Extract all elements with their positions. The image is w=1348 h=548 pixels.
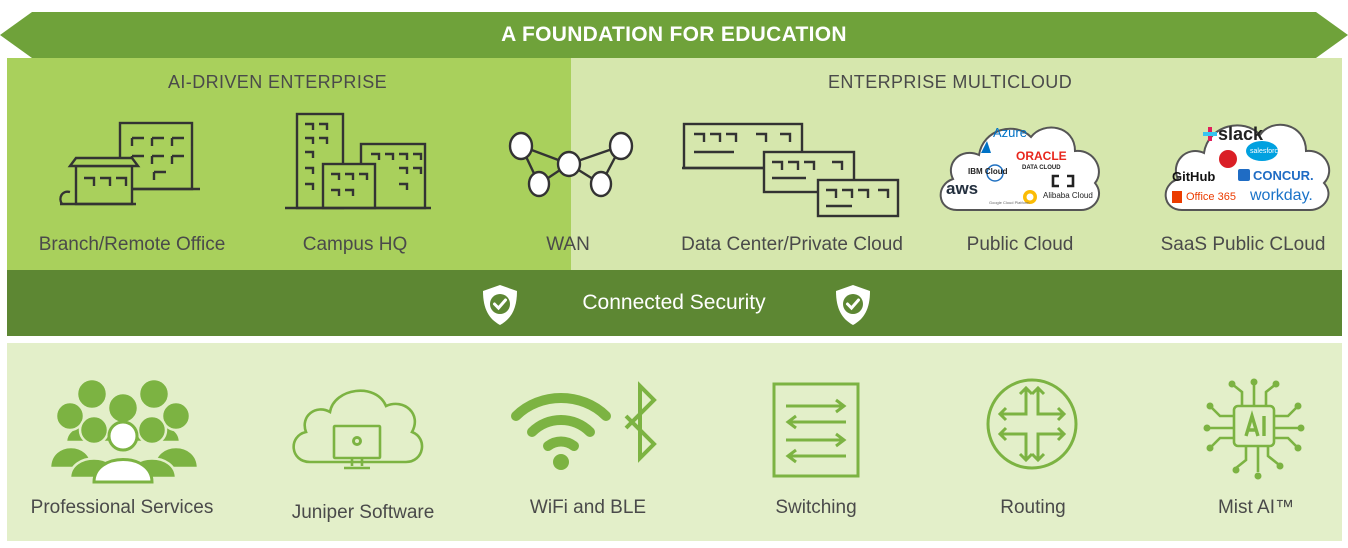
alibaba-cloud-logo: Alibaba Cloud [1043,191,1093,200]
juniper-solutions-panel [7,343,1342,541]
data-center-icon [682,122,900,218]
banner-arrow-shape [0,12,1348,58]
azure-logo: Azure [993,125,1027,140]
saas-public-cloud-label: SaaS Public CLoud [1160,234,1326,255]
campus-buildings-icon [285,112,431,210]
juniper-software-label: Juniper Software [291,502,435,523]
public-cloud-icon [939,126,1100,211]
switch-arrows-icon [772,382,860,478]
salesforce-logo: salesforce [1250,148,1282,155]
ai-driven-enterprise-title: AI-DRIVEN ENTERPRISE [168,72,388,92]
campus-hq-label: Campus HQ [302,234,408,255]
people-group-icon [48,377,200,484]
shield-check-icon [836,285,870,325]
workday-logo: workday. [1250,187,1313,204]
mist-ai-label: Mist AI™ [1217,497,1294,518]
connected-security-label: Connected Security [582,291,766,314]
office365-logo: Office 365 [1186,191,1236,203]
public-cloud-label: Public Cloud [966,234,1074,255]
branch-office-label: Branch/Remote Office [38,234,226,255]
oracle-logo: ORACLE [1016,149,1067,163]
shield-check-icon [483,285,517,325]
ibm-cloud-logo: IBM Cloud [968,167,1008,176]
connected-security-band [7,270,1342,336]
ai-chip-brain-icon [1203,378,1305,480]
aws-logo: aws [946,179,979,198]
wifi-bluetooth-icon [511,381,657,470]
cloud-software-icon [292,389,424,470]
data-center-label: Data Center/Private Cloud [681,234,903,255]
github-logo: GitHub [1172,169,1216,184]
slack-logo: slack [1218,124,1264,144]
google-cloud-logo: Google Cloud Platform [989,200,1030,205]
router-arrows-icon [986,378,1078,470]
wifi-ble-label: WiFi and BLE [529,497,647,518]
saas-cloud-icon [1164,123,1331,211]
oracle-subtitle: DATA CLOUD [1022,165,1061,171]
switching-label: Switching [775,497,857,518]
branch-office-icon [59,121,200,206]
concur-logo: CONCUR. [1253,168,1314,183]
enterprise-multicloud-title: ENTERPRISE MULTICLOUD [828,72,1073,92]
wan-label: WAN [546,234,590,255]
wan-network-icon [508,131,634,198]
banner-title: A FOUNDATION FOR EDUCATION [501,23,847,46]
routing-label: Routing [1000,497,1066,518]
professional-services-label: Professional Services [30,497,214,518]
